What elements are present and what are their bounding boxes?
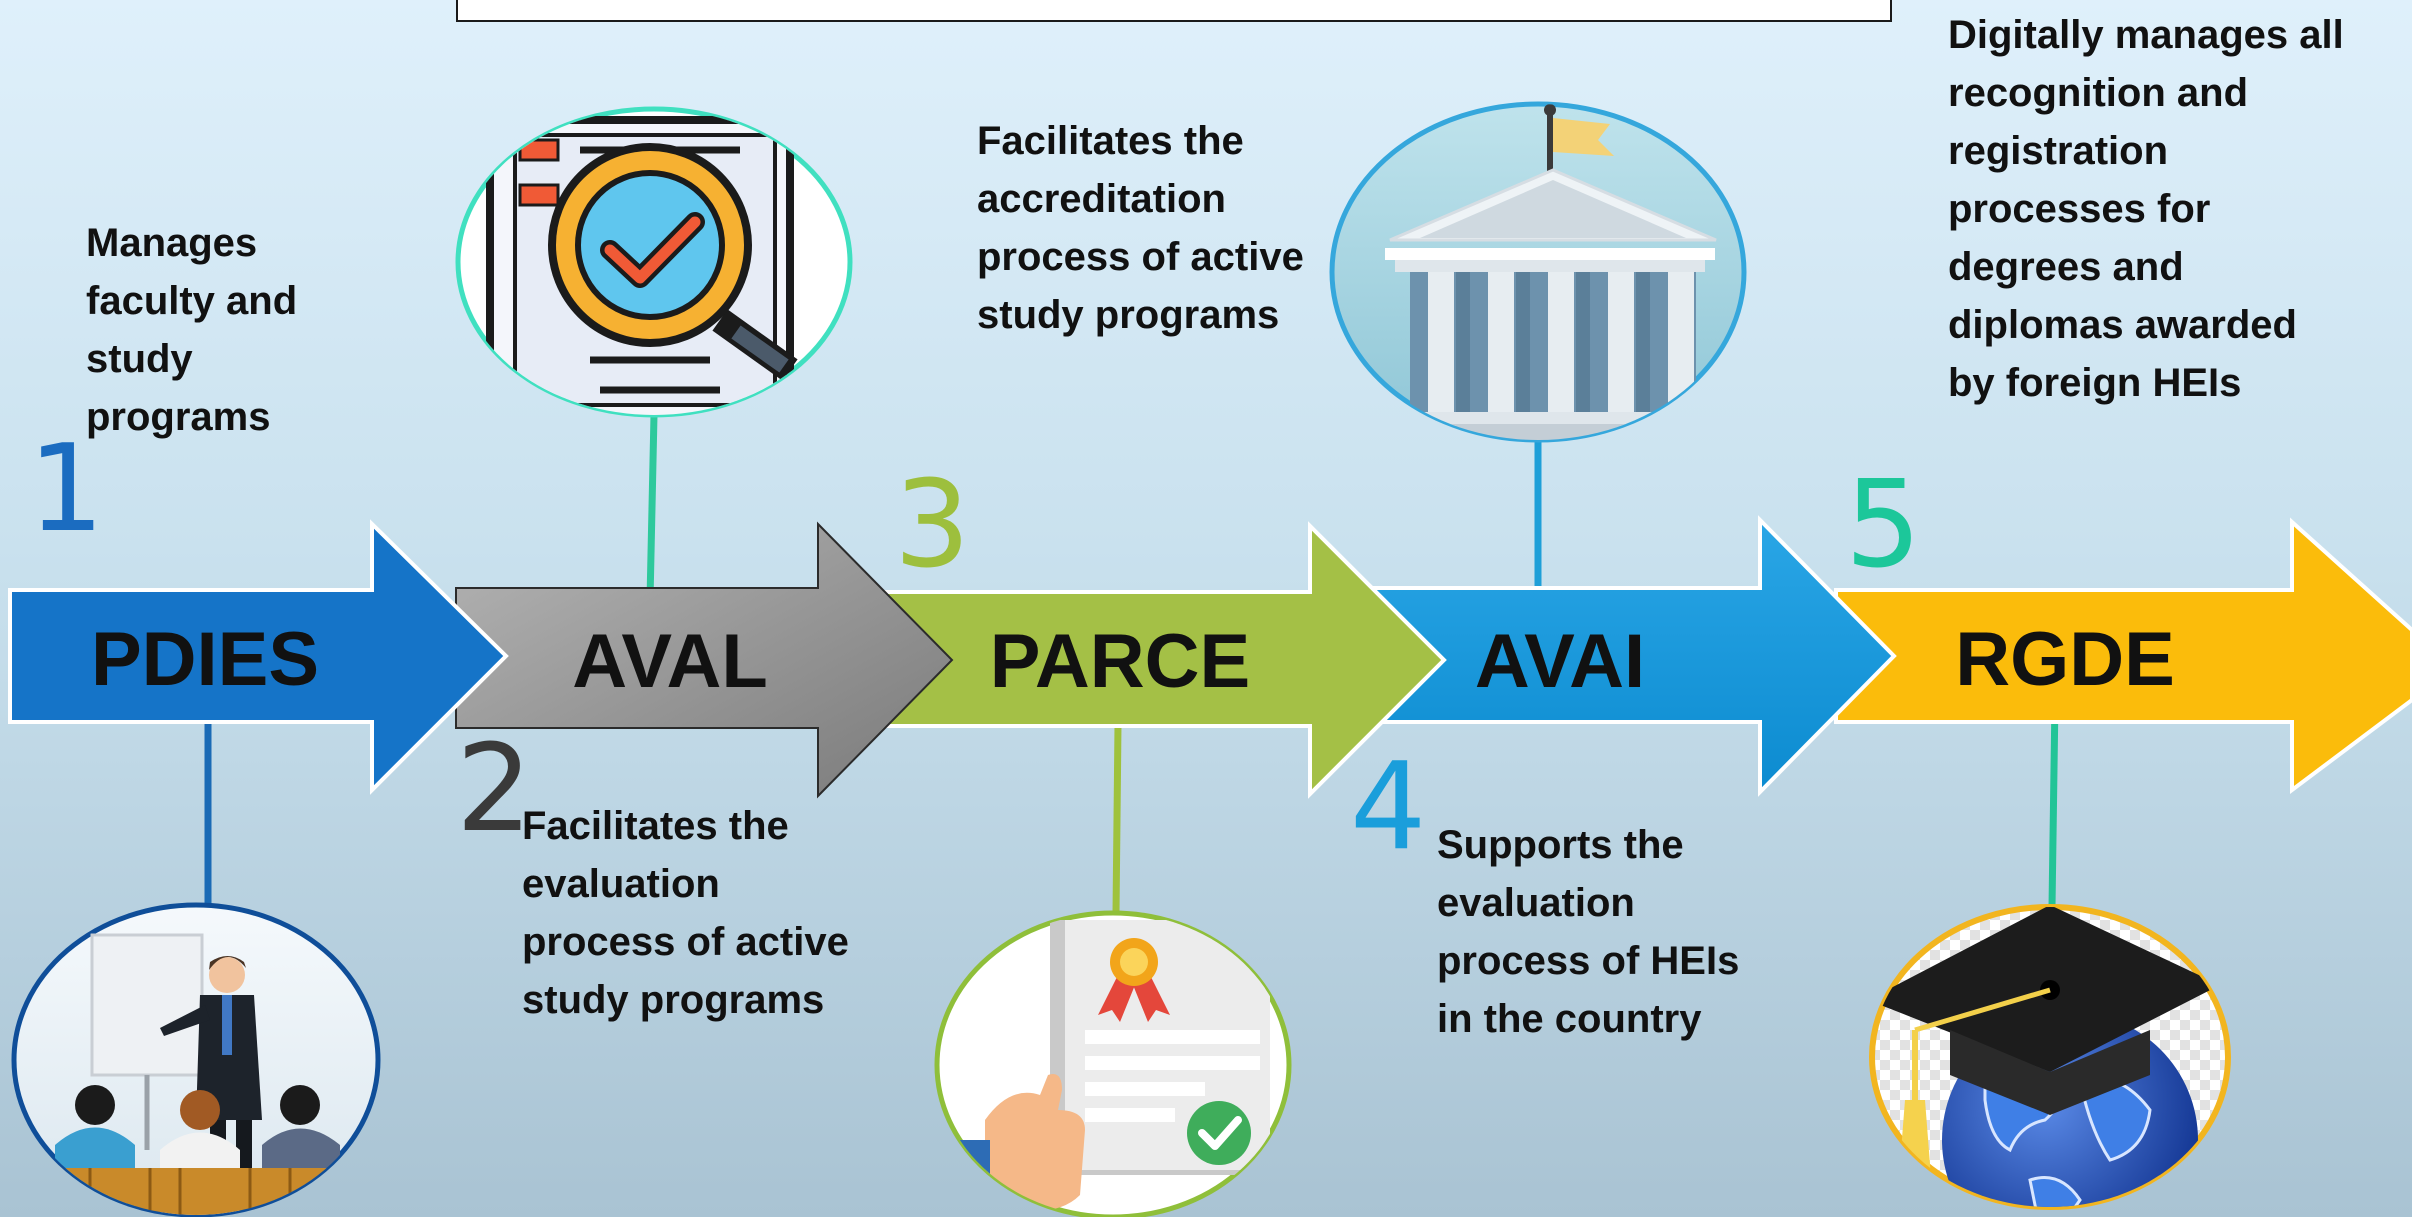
step-description-4: Supports the evaluation process of HEIs … [1437, 823, 1740, 1041]
step-label-parce: PARCE [989, 619, 1251, 704]
connector-line-3 [1112, 724, 1122, 914]
step-number-4: 4 [1350, 738, 1427, 877]
arrow-rgde [1834, 517, 2412, 794]
step-number-3: 3 [894, 456, 971, 595]
arrow-aval [455, 521, 954, 799]
connector-line-5 [2048, 699, 2059, 908]
title-box [456, 0, 1892, 22]
step-description-2: Facilitates the evaluation process of ac… [522, 804, 849, 1022]
step-number-5: 5 [1845, 456, 1922, 595]
step-label-aval: AVAL [572, 619, 768, 704]
step-label-pdies: PDIES [90, 617, 320, 702]
step-label-avai: AVAI [1474, 619, 1646, 704]
connector-line-2 [646, 414, 658, 601]
step-number-1: 1 [28, 420, 105, 559]
magnifier-check-icon [455, 106, 853, 418]
presentation-icon [11, 902, 381, 1217]
arrow-avai [1372, 515, 1897, 797]
step-description-3: Facilitates the accreditation process of… [977, 119, 1304, 337]
step-number-2: 2 [456, 720, 533, 859]
step-label-rgde: RGDE [1955, 617, 2175, 702]
institution-building-icon [1329, 101, 1747, 443]
arrow-pdies [8, 519, 509, 795]
step-description-5: Digitally manages all recognition and re… [1948, 13, 2344, 405]
step-description-1: Manages faculty and study programs [86, 221, 298, 439]
certificate-icon [934, 910, 1292, 1217]
graduation-globe-icon [1869, 904, 2231, 1210]
arrow-parce [880, 521, 1447, 799]
